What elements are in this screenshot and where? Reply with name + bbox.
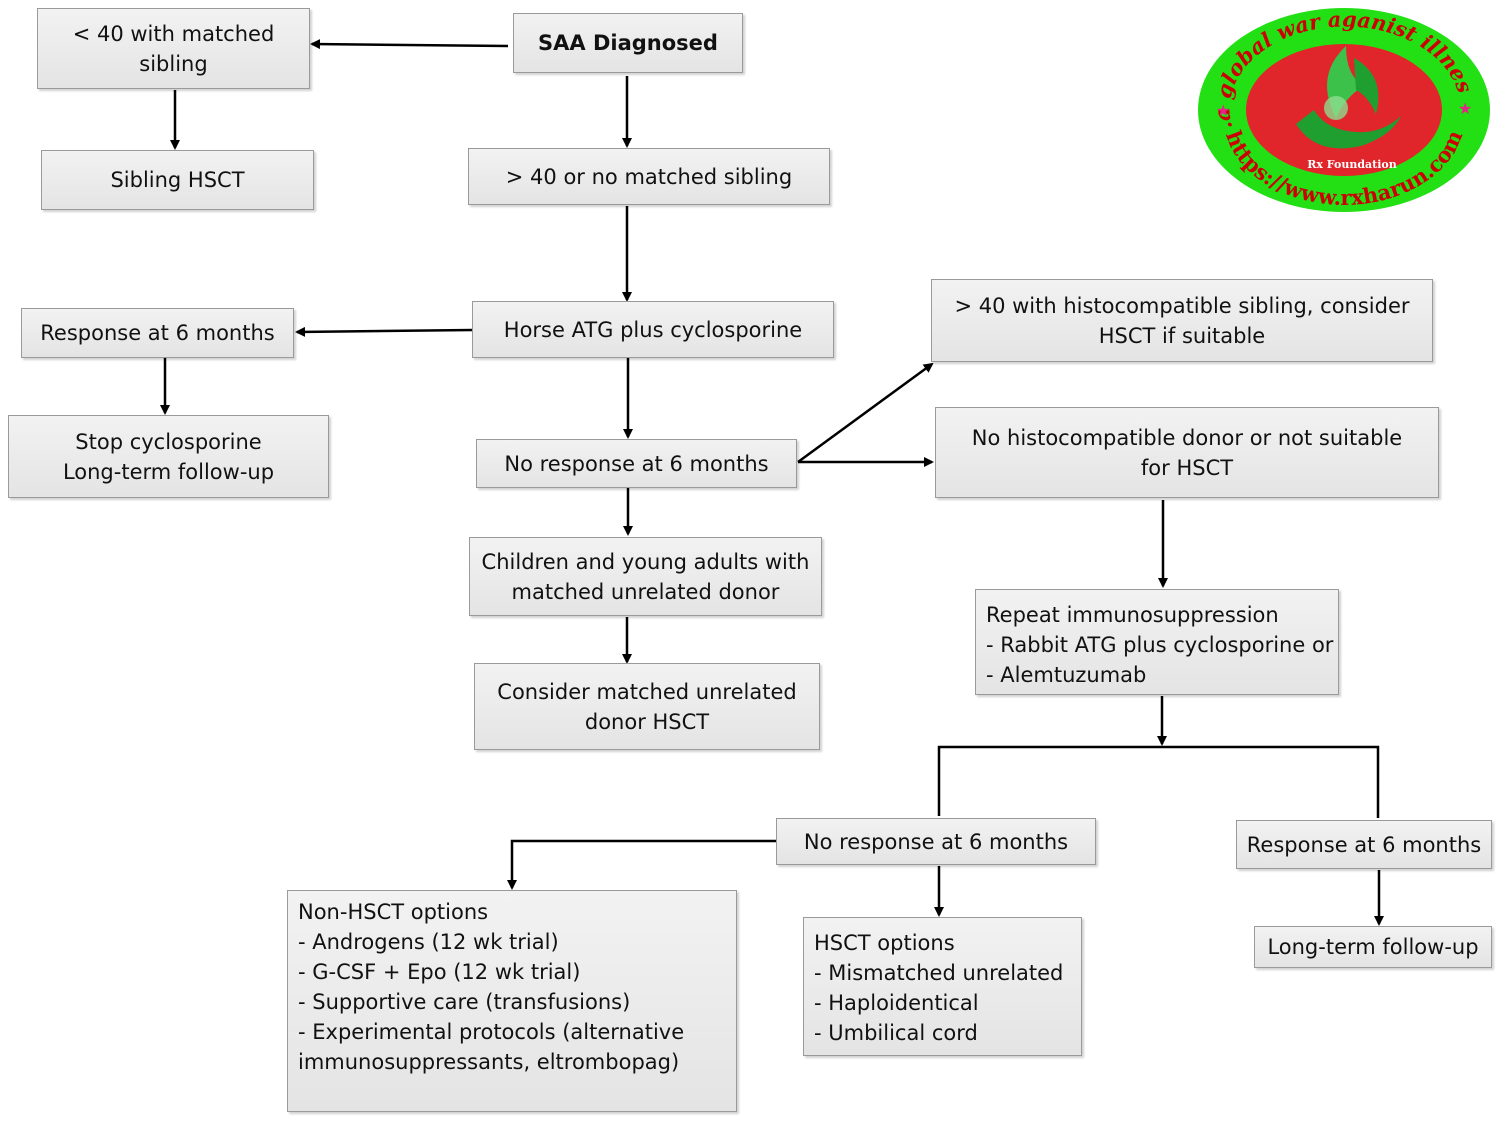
node-text: - Umbilical cord — [814, 1021, 978, 1045]
star-icon: ★ — [1216, 101, 1230, 120]
node-text: - Rabbit ATG plus cyclosporine or — [986, 633, 1334, 657]
node-text: Consider matched unrelated — [497, 679, 797, 704]
node-text: Non-HSCT options — [298, 900, 489, 924]
node-text: Repeat immunosuppression — [986, 603, 1279, 627]
node-text: donor HSCT — [584, 709, 710, 734]
node-response-6-months-right: Response at 6 months — [1236, 820, 1492, 869]
node-text: - G-CSF + Epo (12 wk trial) — [298, 960, 581, 984]
node-long-term-follow-up-right: Long-term follow-up — [1254, 926, 1492, 968]
node-stop-cyclosporine: Stop cyclosporine Long-term follow-up — [8, 415, 329, 498]
node-text: - Androgens (12 wk trial) — [298, 930, 559, 954]
node-text: sibling — [139, 51, 208, 76]
node-horse-atg-cyclosporine: Horse ATG plus cyclosporine — [472, 301, 834, 358]
node-text: - Haploidentical — [814, 991, 979, 1015]
node-text: Response at 6 months — [40, 321, 275, 345]
node-no-response-6-months-lower: No response at 6 months — [776, 818, 1096, 865]
arrow-no-response-to-non-hsct — [507, 839, 776, 890]
node-children-young-adults: Children and young adults with matched u… — [469, 537, 822, 616]
node-text: > 40 or no matched sibling — [505, 164, 793, 189]
node-over-40-histocompatible-sibling: > 40 with histocompatible sibling, consi… — [931, 279, 1433, 362]
hand-leaf-icon — [1296, 46, 1401, 149]
rx-foundation-logo: ....a global war aganist illness! https:… — [1196, 6, 1490, 212]
node-consider-matched-unrelated-donor: Consider matched unrelated donor HSCT — [474, 663, 820, 750]
logo-foundation-text: Rx Foundation — [1307, 158, 1396, 171]
node-text: < 40 with matched — [72, 21, 275, 46]
node-no-histocompatible-donor: No histocompatible donor or not suitable… — [935, 407, 1439, 498]
node-sibling-hsct: Sibling HSCT — [41, 150, 314, 210]
node-saa-diagnosed: SAA Diagnosed — [513, 13, 743, 73]
node-text: Long-term follow-up — [62, 459, 275, 484]
node-text: Sibling HSCT — [110, 168, 245, 192]
node-text: Stop cyclosporine — [75, 429, 262, 454]
node-text: No response at 6 months — [504, 451, 769, 476]
node-text: - Supportive care (transfusions) — [298, 990, 631, 1014]
node-text: - Alemtuzumab — [986, 663, 1147, 687]
node-text: Long-term follow-up — [1267, 935, 1479, 959]
node-text: - Mismatched unrelated — [814, 961, 1064, 985]
star-icon: ★ — [1458, 99, 1472, 118]
arrow-horse-atg-to-response — [295, 326, 474, 337]
node-text: immunosuppressants, eltrombopag) — [298, 1050, 680, 1074]
node-no-response-6-months-center: No response at 6 months — [476, 439, 797, 488]
arrow-saa-to-lt40 — [310, 39, 509, 50]
node-text: for HSCT — [1140, 455, 1234, 480]
node-text: Children and young adults with — [481, 549, 810, 574]
node-text: matched unrelated donor — [511, 579, 780, 604]
node-over-40-no-matched-sibling: > 40 or no matched sibling — [468, 148, 830, 205]
node-non-hsct-options: Non-HSCT options - Androgens (12 wk tria… — [287, 890, 737, 1112]
node-text: Response at 6 months — [1246, 832, 1482, 857]
node-response-6-months-left: Response at 6 months — [21, 308, 294, 358]
node-text: - Experimental protocols (alternative — [298, 1020, 685, 1044]
arrow-no-response-to-gt40-histo — [797, 362, 934, 464]
node-text: Horse ATG plus cyclosporine — [503, 317, 803, 342]
node-under-40-matched-sibling: < 40 with matched sibling — [37, 8, 310, 89]
node-text: SAA Diagnosed — [538, 31, 718, 55]
node-hsct-options: HSCT options - Mismatched unrelated - Ha… — [803, 917, 1082, 1056]
node-text: HSCT options — [814, 931, 955, 955]
node-text: > 40 with histocompatible sibling, consi… — [954, 293, 1410, 318]
node-repeat-immunosuppression: Repeat immunosuppression - Rabbit ATG pl… — [975, 589, 1339, 695]
node-text: HSCT if suitable — [1098, 323, 1266, 348]
node-text: No histocompatible donor or not suitable — [971, 425, 1403, 450]
node-text: No response at 6 months — [803, 829, 1069, 854]
branch-line — [937, 745, 1380, 818]
